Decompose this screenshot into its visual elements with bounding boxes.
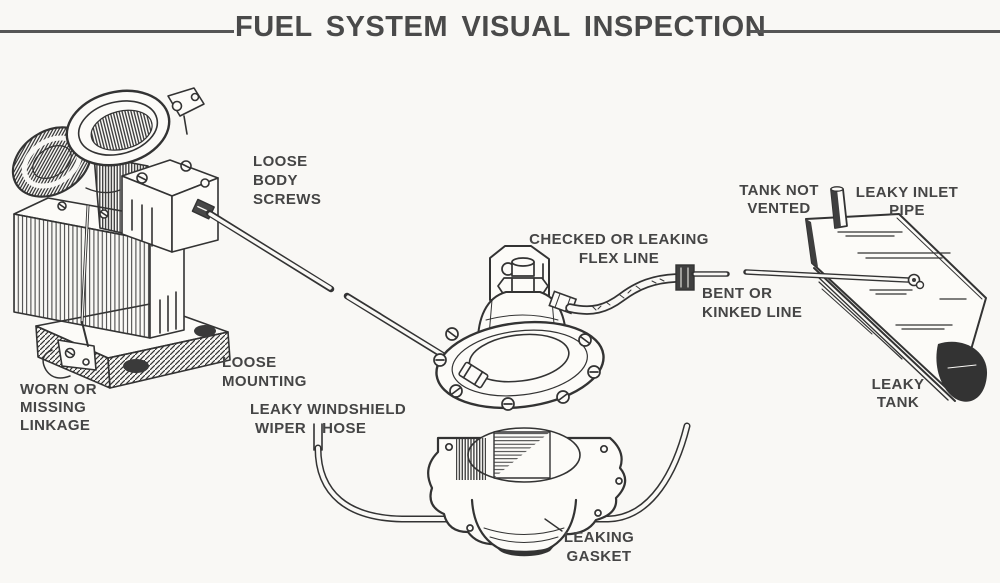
fuel-pump-illustration	[427, 245, 627, 557]
title-rule-right	[750, 30, 1000, 33]
label-worn-missing-linkage: WORN OR MISSING LINKAGE	[20, 381, 97, 434]
fuel-line-broken	[205, 209, 474, 376]
title-rule-left	[0, 30, 234, 33]
carburetor-illustration	[11, 87, 231, 389]
label-tank-not-vented: TANK NOT VENTED	[739, 182, 819, 217]
flange-screws	[433, 327, 601, 411]
label-loose-mounting: LOOSE MOUNTING	[222, 354, 307, 390]
flex-line	[548, 264, 695, 315]
tank-inlet-fitting	[907, 273, 925, 290]
label-leaking-gasket: LEAKING GASKET	[563, 529, 635, 565]
label-leaky-inlet-pipe: LEAKY INLET PIPE	[855, 184, 959, 219]
label-checked-flex-line: CHECKED OR LEAKING FLEX LINE	[529, 231, 709, 267]
fuel-tank-illustration	[805, 186, 988, 402]
label-bent-kinked-line: BENT OR KINKED LINE	[702, 285, 803, 321]
page-title: FUEL SYSTEM VISUAL INSPECTION	[235, 11, 767, 43]
label-leaky-wiper-hose: LEAKY WINDSHIELD WIPER HOSE	[250, 401, 407, 437]
steel-fuel-line	[691, 269, 925, 290]
label-loose-body-screws: LOOSE BODY SCREWS	[253, 153, 322, 208]
label-leaky-tank: LEAKY TANK	[871, 376, 925, 411]
vent-pipe	[830, 186, 848, 229]
leak-stain	[936, 341, 988, 402]
